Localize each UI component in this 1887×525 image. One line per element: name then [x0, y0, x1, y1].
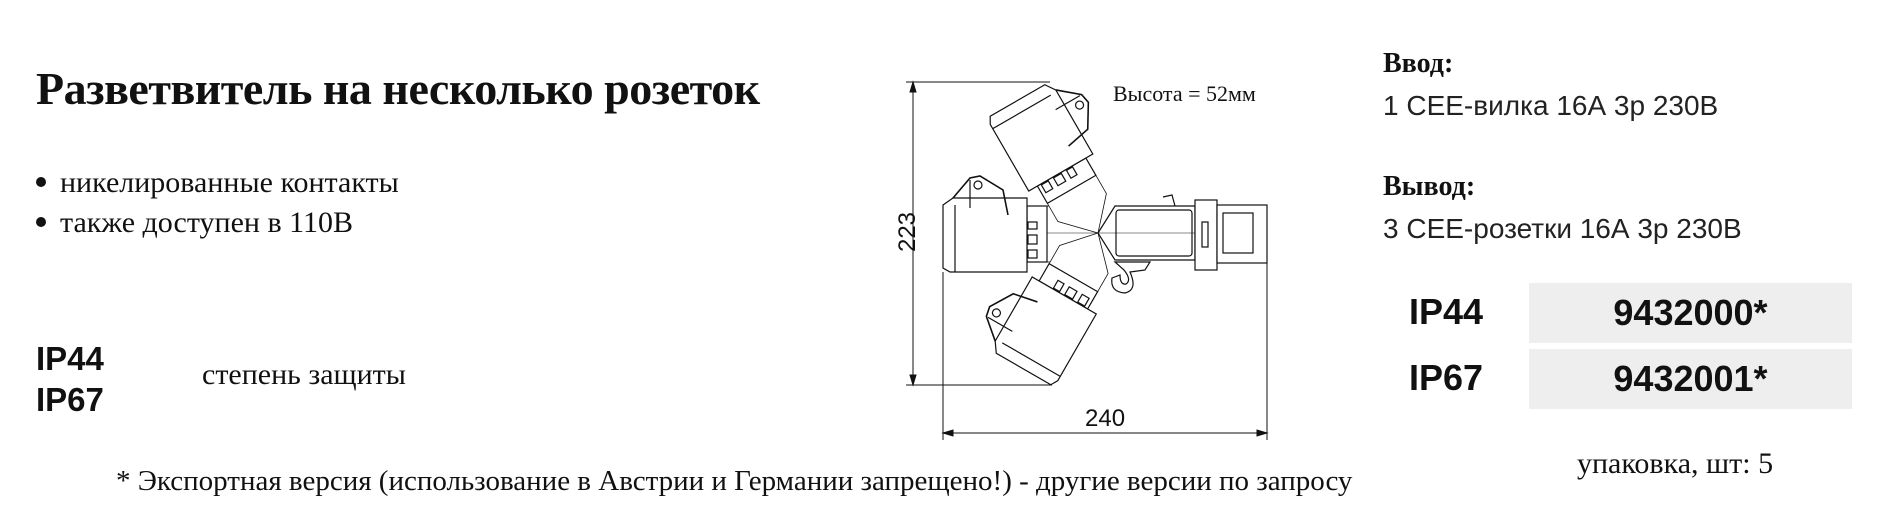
code-ip-label: IP44 — [1409, 291, 1484, 332]
protection-class: IP44 — [36, 340, 104, 377]
output-heading: Вывод: — [1383, 171, 1476, 202]
article-code: 9432000* — [1529, 283, 1852, 343]
dimension-lines — [906, 80, 1269, 440]
packaging-info: упаковка, шт: 5 — [1577, 447, 1774, 480]
bullet-icon — [36, 217, 46, 228]
feature-text: также доступен в 110В — [60, 206, 354, 239]
splitter-body — [1046, 174, 1268, 294]
bullet-icon — [36, 177, 46, 188]
feature-item: никелированные контакты — [36, 166, 399, 200]
height-note: Высота = 52мм — [1113, 81, 1256, 106]
page-title: Разветвитель на несколько розеток — [36, 63, 760, 114]
protection-class: IP67 — [36, 381, 104, 418]
socket-left — [942, 175, 1048, 273]
dimension-horizontal: 240 — [1085, 405, 1126, 432]
input-value: 1 CEE-вилка 16А 3р 230В — [1383, 90, 1719, 121]
footnote: * Экспортная версия (использование в Авс… — [116, 465, 1353, 497]
protection-label: степень защиты — [202, 358, 406, 391]
feature-item: также доступен в 110В — [36, 206, 353, 240]
output-value: 3 CEE-розетки 16А 3р 230В — [1383, 213, 1742, 244]
article-code: 9432001* — [1529, 349, 1852, 409]
feature-text: никелированные контакты — [60, 166, 399, 199]
code-ip-label: IP67 — [1409, 357, 1484, 398]
dimension-vertical: 223 — [894, 211, 922, 253]
input-heading: Ввод: — [1383, 48, 1454, 79]
